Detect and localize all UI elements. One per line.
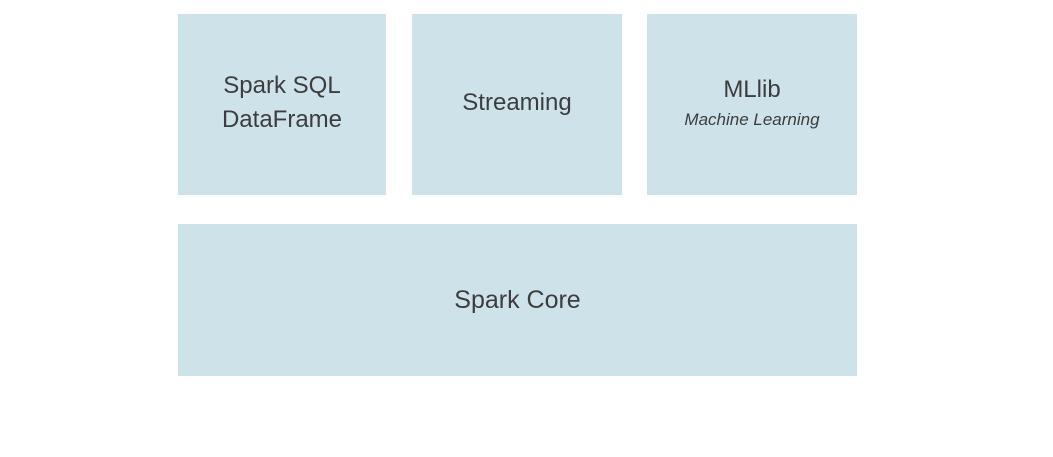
box-spark-sql-label: Spark SQL DataFrame xyxy=(221,71,343,133)
box-mllib: MLlib Machine Learning xyxy=(647,14,857,195)
box-streaming-label: Streaming xyxy=(462,88,572,116)
box-spark-sql: Spark SQL DataFrame xyxy=(178,14,386,195)
box-mllib-subtitle: Machine Learning xyxy=(684,109,820,129)
box-spark-core-label: Spark Core xyxy=(454,285,581,314)
box-streaming: Streaming xyxy=(412,14,622,195)
box-mllib-label: MLlib xyxy=(723,75,781,103)
box-mllib-label-group: MLlib Machine Learning xyxy=(684,73,819,132)
box-spark-core: Spark Core xyxy=(178,224,857,376)
